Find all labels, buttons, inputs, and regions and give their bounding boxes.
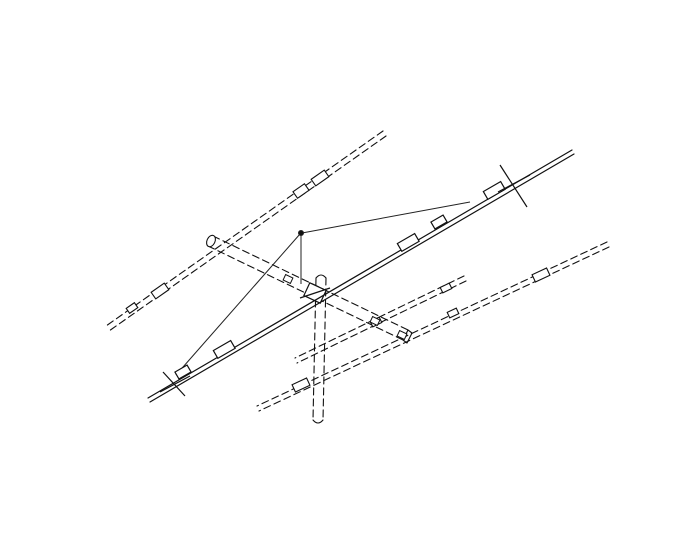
element-boom-clamp: [282, 273, 408, 341]
element-trap: [369, 282, 453, 328]
boom: [206, 234, 413, 344]
boom-support-line: [175, 201, 471, 376]
element-insulator: [159, 164, 531, 397]
director-element: [256, 241, 610, 412]
driven-element: [147, 149, 575, 403]
element-trap: [174, 180, 506, 380]
boom-mast-clamp: [299, 282, 331, 304]
element-trap: [291, 267, 551, 393]
element-trap: [125, 169, 330, 315]
reflector-element: [105, 130, 387, 332]
